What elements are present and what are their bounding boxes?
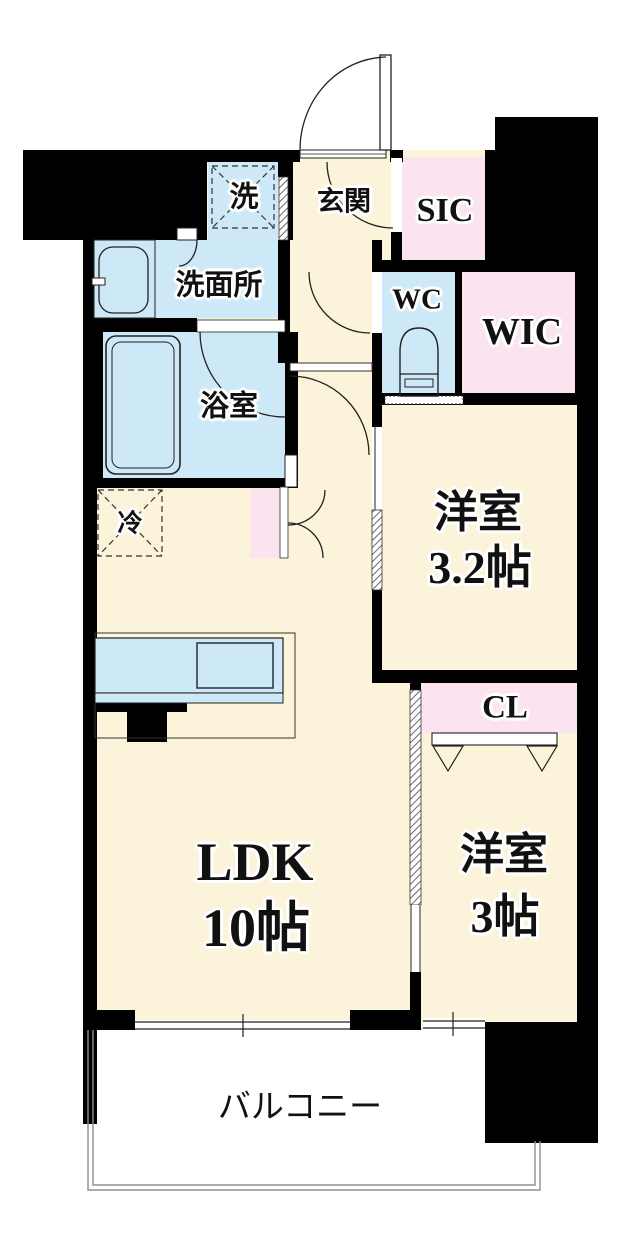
room-sic-floor bbox=[402, 157, 485, 262]
room32-sliding-door bbox=[371, 509, 383, 591]
label-wc: WC bbox=[392, 283, 442, 316]
closet-folding-door bbox=[431, 732, 559, 773]
label-room3-size: 3帖 bbox=[470, 891, 540, 942]
kitchen-counter bbox=[94, 632, 296, 739]
balcony-railing bbox=[87, 1030, 541, 1191]
ldk-door-swing bbox=[289, 375, 370, 456]
washroom-door-swing bbox=[178, 239, 198, 267]
washroom-door-leaf bbox=[176, 227, 198, 241]
label-laundry: 洗 bbox=[229, 179, 259, 214]
label-room32-size: 3.2帖 bbox=[428, 542, 532, 593]
bath-door-swing bbox=[199, 331, 286, 418]
ldk-room3-sliding-door bbox=[409, 689, 422, 906]
room-cl-floor bbox=[420, 683, 578, 733]
cabinet-door-strip bbox=[279, 486, 289, 559]
wc-back-partition bbox=[384, 395, 464, 405]
label-room3-name: 洋室 bbox=[460, 829, 548, 880]
room-bathroom-floor bbox=[103, 332, 285, 478]
label-room32-name: 洋室 bbox=[434, 487, 522, 538]
door-swings bbox=[178, 161, 394, 559]
sic-door-swing bbox=[326, 161, 394, 229]
entrance-step bbox=[289, 362, 373, 372]
sic-opening bbox=[391, 158, 402, 232]
label-bathroom: 浴室 bbox=[199, 388, 259, 423]
label-refrigerator: 冷 bbox=[117, 508, 143, 538]
washroom-sliding-door bbox=[278, 176, 289, 241]
cabinet-door-swing-bottom bbox=[287, 522, 324, 559]
openings bbox=[196, 149, 464, 559]
room-wic-floor bbox=[462, 270, 575, 393]
label-genkan: 玄関 bbox=[317, 186, 371, 218]
room32-sliding-opening bbox=[372, 427, 382, 510]
washbasin bbox=[91, 239, 156, 319]
walls bbox=[23, 117, 598, 1143]
sliding-doors bbox=[278, 176, 422, 972]
room3-window bbox=[423, 1018, 485, 1031]
label-ldk-size: 10帖 bbox=[202, 898, 310, 958]
ldk-room3-opening bbox=[410, 905, 421, 972]
label-closet: CL bbox=[482, 689, 528, 726]
room-wc-floor bbox=[382, 272, 455, 393]
bathtub bbox=[105, 335, 181, 475]
washing-machine-space bbox=[211, 165, 275, 229]
bath-door-sill bbox=[196, 319, 286, 333]
refrigerator-space bbox=[97, 489, 163, 557]
entrance-door bbox=[299, 54, 392, 151]
label-washroom: 洗面所 bbox=[175, 267, 263, 302]
windows bbox=[135, 1012, 485, 1037]
entrance-door-swing bbox=[299, 56, 387, 151]
hall-cabinet bbox=[250, 487, 280, 558]
entrance-door-leaf bbox=[379, 54, 392, 151]
label-sic: SIC bbox=[416, 192, 474, 229]
toilet bbox=[399, 327, 439, 397]
label-balcony: バルコニー bbox=[217, 1086, 383, 1126]
ldk-door-leaf bbox=[284, 454, 298, 488]
room-laundry-floor bbox=[208, 162, 278, 240]
label-wic: WIC bbox=[481, 311, 563, 353]
room-floors bbox=[94, 157, 578, 733]
wc-door-swing bbox=[308, 271, 371, 334]
cabinet-door-swing-top bbox=[287, 489, 326, 526]
label-ldk-name: LDK bbox=[196, 832, 314, 892]
wc-door-opening bbox=[372, 272, 382, 333]
